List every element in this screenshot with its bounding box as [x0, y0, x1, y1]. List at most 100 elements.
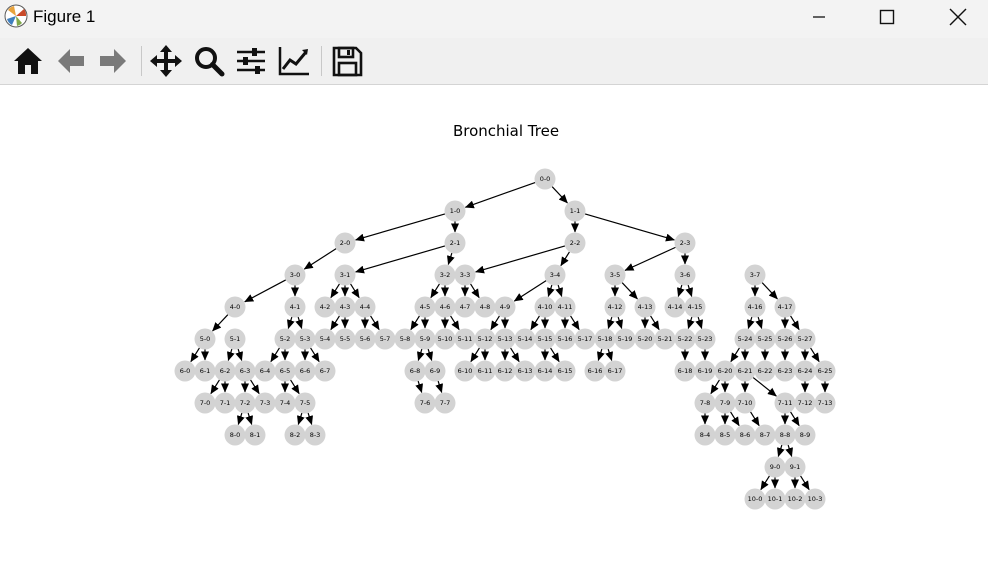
forward-button[interactable] [93, 43, 133, 79]
pan-button[interactable] [146, 43, 186, 79]
node-circle [314, 296, 336, 318]
edge-7-5-to-8-2 [296, 412, 305, 425]
node-label: 8-7 [760, 431, 771, 439]
node-circle [714, 360, 736, 382]
node-label: 6-14 [538, 367, 553, 375]
edge-2-1-to-3-1 [355, 245, 446, 274]
node-label: 8-8 [780, 431, 791, 439]
edge-4-9-to-5-12 [490, 315, 500, 331]
node-circle [574, 328, 596, 350]
zoom-icon [195, 47, 225, 77]
tree-node-5-19: 5-19 [614, 328, 636, 350]
node-label: 7-4 [280, 399, 291, 407]
node-label: 6-3 [240, 367, 251, 375]
node-circle [254, 360, 276, 382]
node-circle [754, 328, 776, 350]
edge-3-6-to-4-14 [676, 284, 685, 297]
edge-4-13-to-5-21 [650, 315, 660, 331]
node-label: 5-20 [638, 335, 653, 343]
node-label: 3-0 [290, 271, 301, 279]
tree-node-6-17: 6-17 [604, 360, 626, 382]
node-circle [554, 360, 576, 382]
node-circle [224, 328, 246, 350]
tree-node-8-9: 8-9 [794, 424, 816, 446]
node-circle [294, 392, 316, 414]
tree-node-7-13: 7-13 [814, 392, 836, 414]
tree-node-6-16: 6-16 [584, 360, 606, 382]
node-circle [514, 360, 536, 382]
minimize-button[interactable] [784, 0, 854, 34]
edge-4-15-to-5-23 [695, 316, 704, 329]
node-label: 2-3 [680, 239, 691, 247]
node-label: 6-19 [698, 367, 713, 375]
tree-node-6-7: 6-7 [314, 360, 336, 382]
edit-axes-button[interactable] [274, 43, 314, 79]
node-label: 4-12 [608, 303, 623, 311]
edge-5-18-to-6-16 [596, 348, 605, 361]
node-circle [794, 328, 816, 350]
node-circle [784, 456, 806, 478]
edge-0-0-to-1-1 [551, 186, 568, 204]
tree-node-3-1: 3-1 [334, 264, 356, 286]
node-circle [544, 264, 566, 286]
node-label: 3-5 [610, 271, 621, 279]
node-label: 7-5 [300, 399, 311, 407]
tree-node-5-1: 5-1 [224, 328, 246, 350]
node-label: 0-0 [540, 175, 551, 183]
tree-node-4-0: 4-0 [224, 296, 246, 318]
edge-3-6-to-4-15 [685, 284, 694, 297]
node-label: 4-5 [420, 303, 431, 311]
node-circle [404, 360, 426, 382]
node-label: 2-2 [570, 239, 581, 247]
edge-6-21-to-7-11 [752, 377, 777, 397]
tree-node-4-11: 4-11 [554, 296, 576, 318]
tree-node-6-14: 6-14 [534, 360, 556, 382]
tree-node-5-4: 5-4 [314, 328, 336, 350]
node-circle [474, 328, 496, 350]
node-circle [274, 328, 296, 350]
node-label: 9-0 [770, 463, 781, 471]
configure-subplots-button[interactable] [231, 43, 271, 79]
edge-4-12-to-5-19 [615, 316, 624, 329]
edge-4-5-to-5-8 [410, 315, 420, 331]
tree-node-5-10: 5-10 [434, 328, 456, 350]
node-circle [764, 456, 786, 478]
toolbar-separator [321, 46, 322, 76]
tree-node-2-2: 2-2 [564, 232, 586, 254]
tree-node-2-3: 2-3 [674, 232, 696, 254]
node-label: 3-7 [750, 271, 761, 279]
node-label: 4-16 [748, 303, 763, 311]
tree-node-7-9: 7-9 [714, 392, 736, 414]
tree-node-8-3: 8-3 [304, 424, 326, 446]
node-circle [494, 296, 516, 318]
close-button[interactable] [923, 0, 988, 34]
tree-node-8-4: 8-4 [694, 424, 716, 446]
node-label: 6-15 [558, 367, 573, 375]
node-circle [314, 328, 336, 350]
edge-2-1-to-3-2 [446, 252, 455, 265]
node-label: 4-9 [500, 303, 511, 311]
node-circle [774, 392, 796, 414]
node-label: 8-0 [230, 431, 241, 439]
tree-node-5-12: 5-12 [474, 328, 496, 350]
zoom-button[interactable] [189, 43, 229, 79]
node-label: 3-4 [550, 271, 561, 279]
edge-6-9-to-7-7 [435, 380, 444, 393]
tree-node-6-19: 6-19 [694, 360, 716, 382]
node-label: 8-1 [250, 431, 261, 439]
node-label: 4-3 [340, 303, 351, 311]
tree-node-4-8: 4-8 [474, 296, 496, 318]
node-circle [594, 328, 616, 350]
save-button[interactable] [327, 43, 367, 79]
edge-2-2-to-3-3 [475, 245, 566, 274]
node-label: 7-3 [260, 399, 271, 407]
node-label: 5-1 [230, 335, 241, 343]
tree-node-3-0: 3-0 [284, 264, 306, 286]
node-label: 5-16 [558, 335, 573, 343]
edge-8-8-to-9-0 [776, 444, 785, 457]
home-button[interactable] [8, 43, 48, 79]
maximize-button[interactable] [852, 0, 922, 34]
back-button[interactable] [51, 43, 91, 79]
